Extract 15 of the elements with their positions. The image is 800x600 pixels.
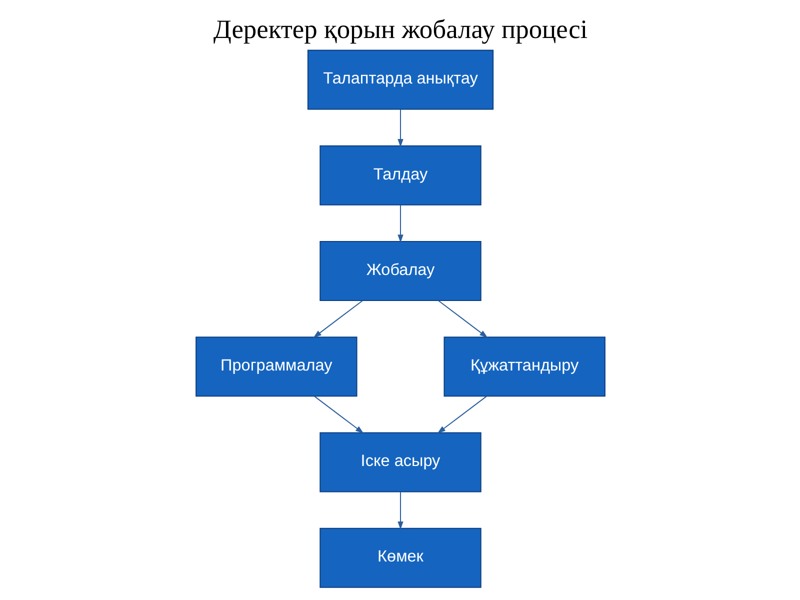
arrow	[397, 109, 403, 148]
node-box: Құжаттандыру	[443, 336, 605, 397]
arrow	[397, 205, 403, 243]
node-box: Талаптарда анықтау	[306, 50, 494, 110]
node-box: Жобалау	[319, 241, 481, 302]
arrow	[436, 396, 486, 434]
node-box: Көмек	[319, 528, 481, 588]
arrow	[314, 396, 364, 434]
diagram-title: Деректер қорын жобалау процесі	[212, 14, 588, 44]
arrow	[397, 492, 403, 530]
arrow	[312, 300, 362, 338]
node-box: Талдау	[319, 145, 481, 206]
arrow	[438, 300, 488, 338]
node-box: Программалау	[195, 336, 357, 397]
node-box: Іске асыру	[319, 432, 481, 492]
